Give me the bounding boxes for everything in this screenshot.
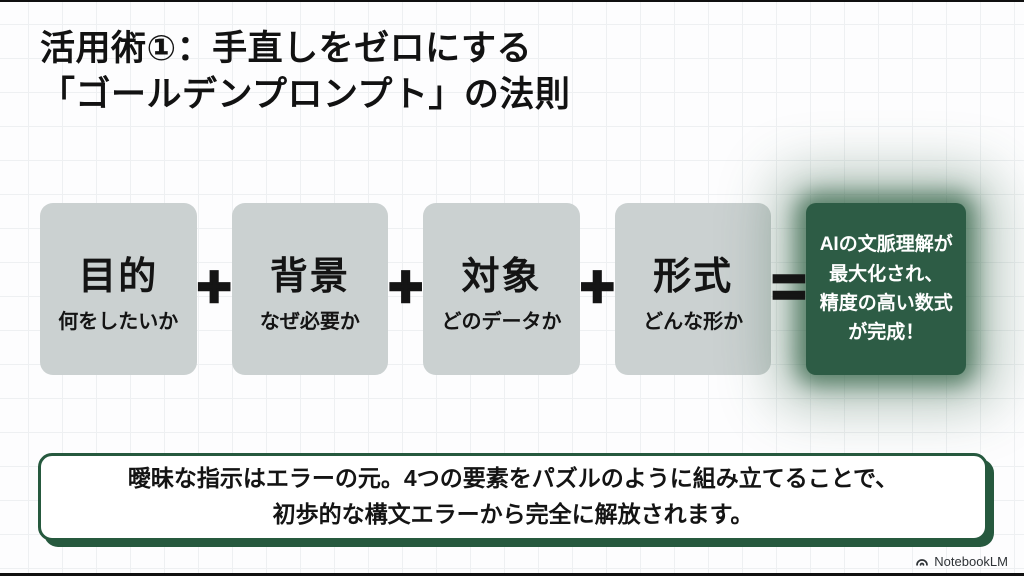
factor-box-purpose: 目的 何をしたいか: [40, 203, 197, 375]
plus-sign: +: [387, 253, 425, 320]
factor-box-format: 形式 どんな形か: [614, 203, 772, 375]
plus-sign: +: [195, 253, 233, 320]
plus-sign: +: [579, 253, 617, 320]
equals-sign: =: [770, 253, 808, 320]
letterbox-top: [0, 0, 1024, 2]
factor-box-target: 対象 どのデータか: [423, 203, 580, 375]
slide-title: 活用術①：手直しをゼロにする 「ゴールデンプロンプト」の法則: [40, 29, 571, 114]
result-box: AIの文脈理解が 最大化され、 精度の高い数式 が完成！: [806, 203, 966, 375]
watermark-label: NotebookLM: [934, 554, 1008, 569]
notebooklm-logo-icon: [915, 555, 929, 569]
factor-sublabel: なぜ必要か: [259, 310, 360, 333]
letterbox-bottom: [0, 573, 1024, 576]
factor-sublabel: どんな形か: [643, 310, 744, 333]
factor-sublabel: どのデータか: [441, 310, 562, 333]
factor-label: 対象: [461, 255, 542, 298]
factor-label: 背景: [269, 255, 350, 298]
factor-label: 目的: [78, 255, 159, 298]
formula-row: 目的 何をしたいか + 背景 なぜ必要か + 対象 どのデータか + 形式 どん…: [40, 203, 966, 375]
note-box: 曖昧な指示はエラーの元。4つの要素をパズルのように組み立てることで、 初歩的な構…: [38, 453, 988, 541]
watermark: NotebookLM: [915, 554, 1008, 569]
factor-box-background: 背景 なぜ必要か: [231, 203, 389, 375]
factor-label: 形式: [653, 255, 734, 298]
factor-sublabel: 何をしたいか: [58, 310, 179, 333]
